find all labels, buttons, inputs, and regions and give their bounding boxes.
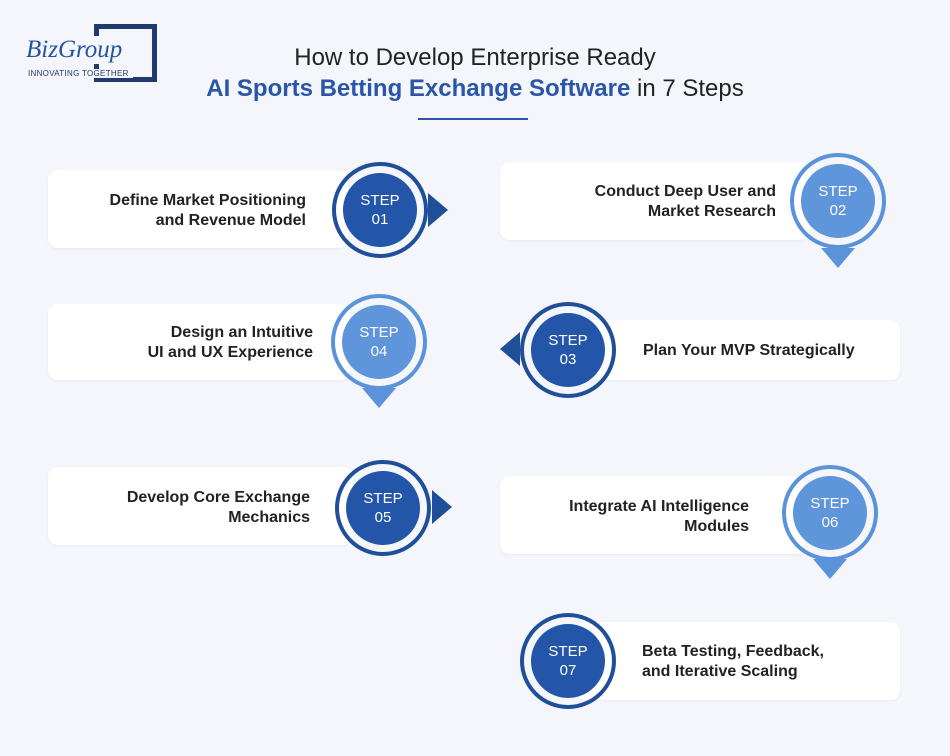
step-02-number: 02	[829, 202, 847, 219]
step-06-card	[500, 476, 805, 554]
step-03-number: 03	[559, 351, 577, 368]
step-02-card	[500, 162, 810, 240]
step-01-card	[48, 170, 348, 248]
page-title: How to Develop Enterprise Ready AI Sport…	[0, 42, 950, 104]
logo-wordmark: BizGroup	[26, 36, 125, 64]
step-06-text: Integrate AI Intelligence Modules	[569, 498, 749, 535]
step-01-arrow	[428, 193, 448, 227]
step-06-arrow	[813, 559, 847, 579]
step-05-label: STEP	[363, 490, 403, 507]
title-underline	[418, 118, 528, 120]
step-07-label: STEP	[548, 643, 588, 660]
step-04-number: 04	[370, 343, 388, 360]
step-06-label: STEP	[810, 495, 850, 512]
step-03-text: Plan Your MVP Strategically	[643, 342, 855, 359]
step-05-card	[48, 467, 353, 545]
step-02-arrow	[821, 248, 855, 268]
title-line-2: AI Sports Betting Exchange Software in 7…	[0, 73, 950, 104]
step-01-label: STEP	[360, 192, 400, 209]
step-01-badge: STEP 01	[332, 162, 428, 258]
step-03-badge: STEP 03	[520, 302, 616, 398]
step-03-arrow	[500, 332, 520, 366]
step-03-label: STEP	[548, 332, 588, 349]
step-01-text: Define Market Positioning and Revenue Mo…	[109, 192, 306, 229]
step-05-arrow	[432, 490, 452, 524]
title-line-1: How to Develop Enterprise Ready	[294, 44, 656, 71]
step-05-badge: STEP 05	[335, 460, 431, 556]
step-04-arrow	[362, 388, 396, 408]
step-06-badge: STEP 06	[782, 465, 878, 561]
step-02-label: STEP	[818, 183, 858, 200]
step-05-number: 05	[374, 509, 392, 526]
step-06-number: 06	[821, 514, 839, 531]
bizgroup-logo: BizGroup INNOVATING TOGETHER	[24, 24, 157, 82]
step-04-text: Design an Intuitive UI and UX Experience	[147, 324, 313, 361]
step-07-badge: STEP 07	[520, 613, 616, 709]
logo-tagline: INNOVATING TOGETHER	[28, 69, 133, 78]
title-highlight: AI Sports Betting Exchange Software	[206, 75, 631, 102]
step-03-card	[580, 320, 900, 380]
step-04-label: STEP	[359, 324, 399, 341]
step-05-text: Develop Core Exchange Mechanics	[126, 489, 310, 526]
step-02-text: Conduct Deep User and Market Research	[594, 183, 776, 220]
step-07-number: 07	[559, 662, 577, 679]
title-suffix: in 7 Steps	[630, 75, 744, 102]
step-01-number: 01	[371, 211, 389, 228]
step-07-card	[575, 622, 900, 700]
step-02-badge: STEP 02	[790, 153, 886, 249]
step-04-badge: STEP 04	[331, 294, 427, 390]
step-07-text: Beta Testing, Feedback, and Iterative Sc…	[642, 643, 824, 680]
step-04-card	[48, 304, 350, 380]
